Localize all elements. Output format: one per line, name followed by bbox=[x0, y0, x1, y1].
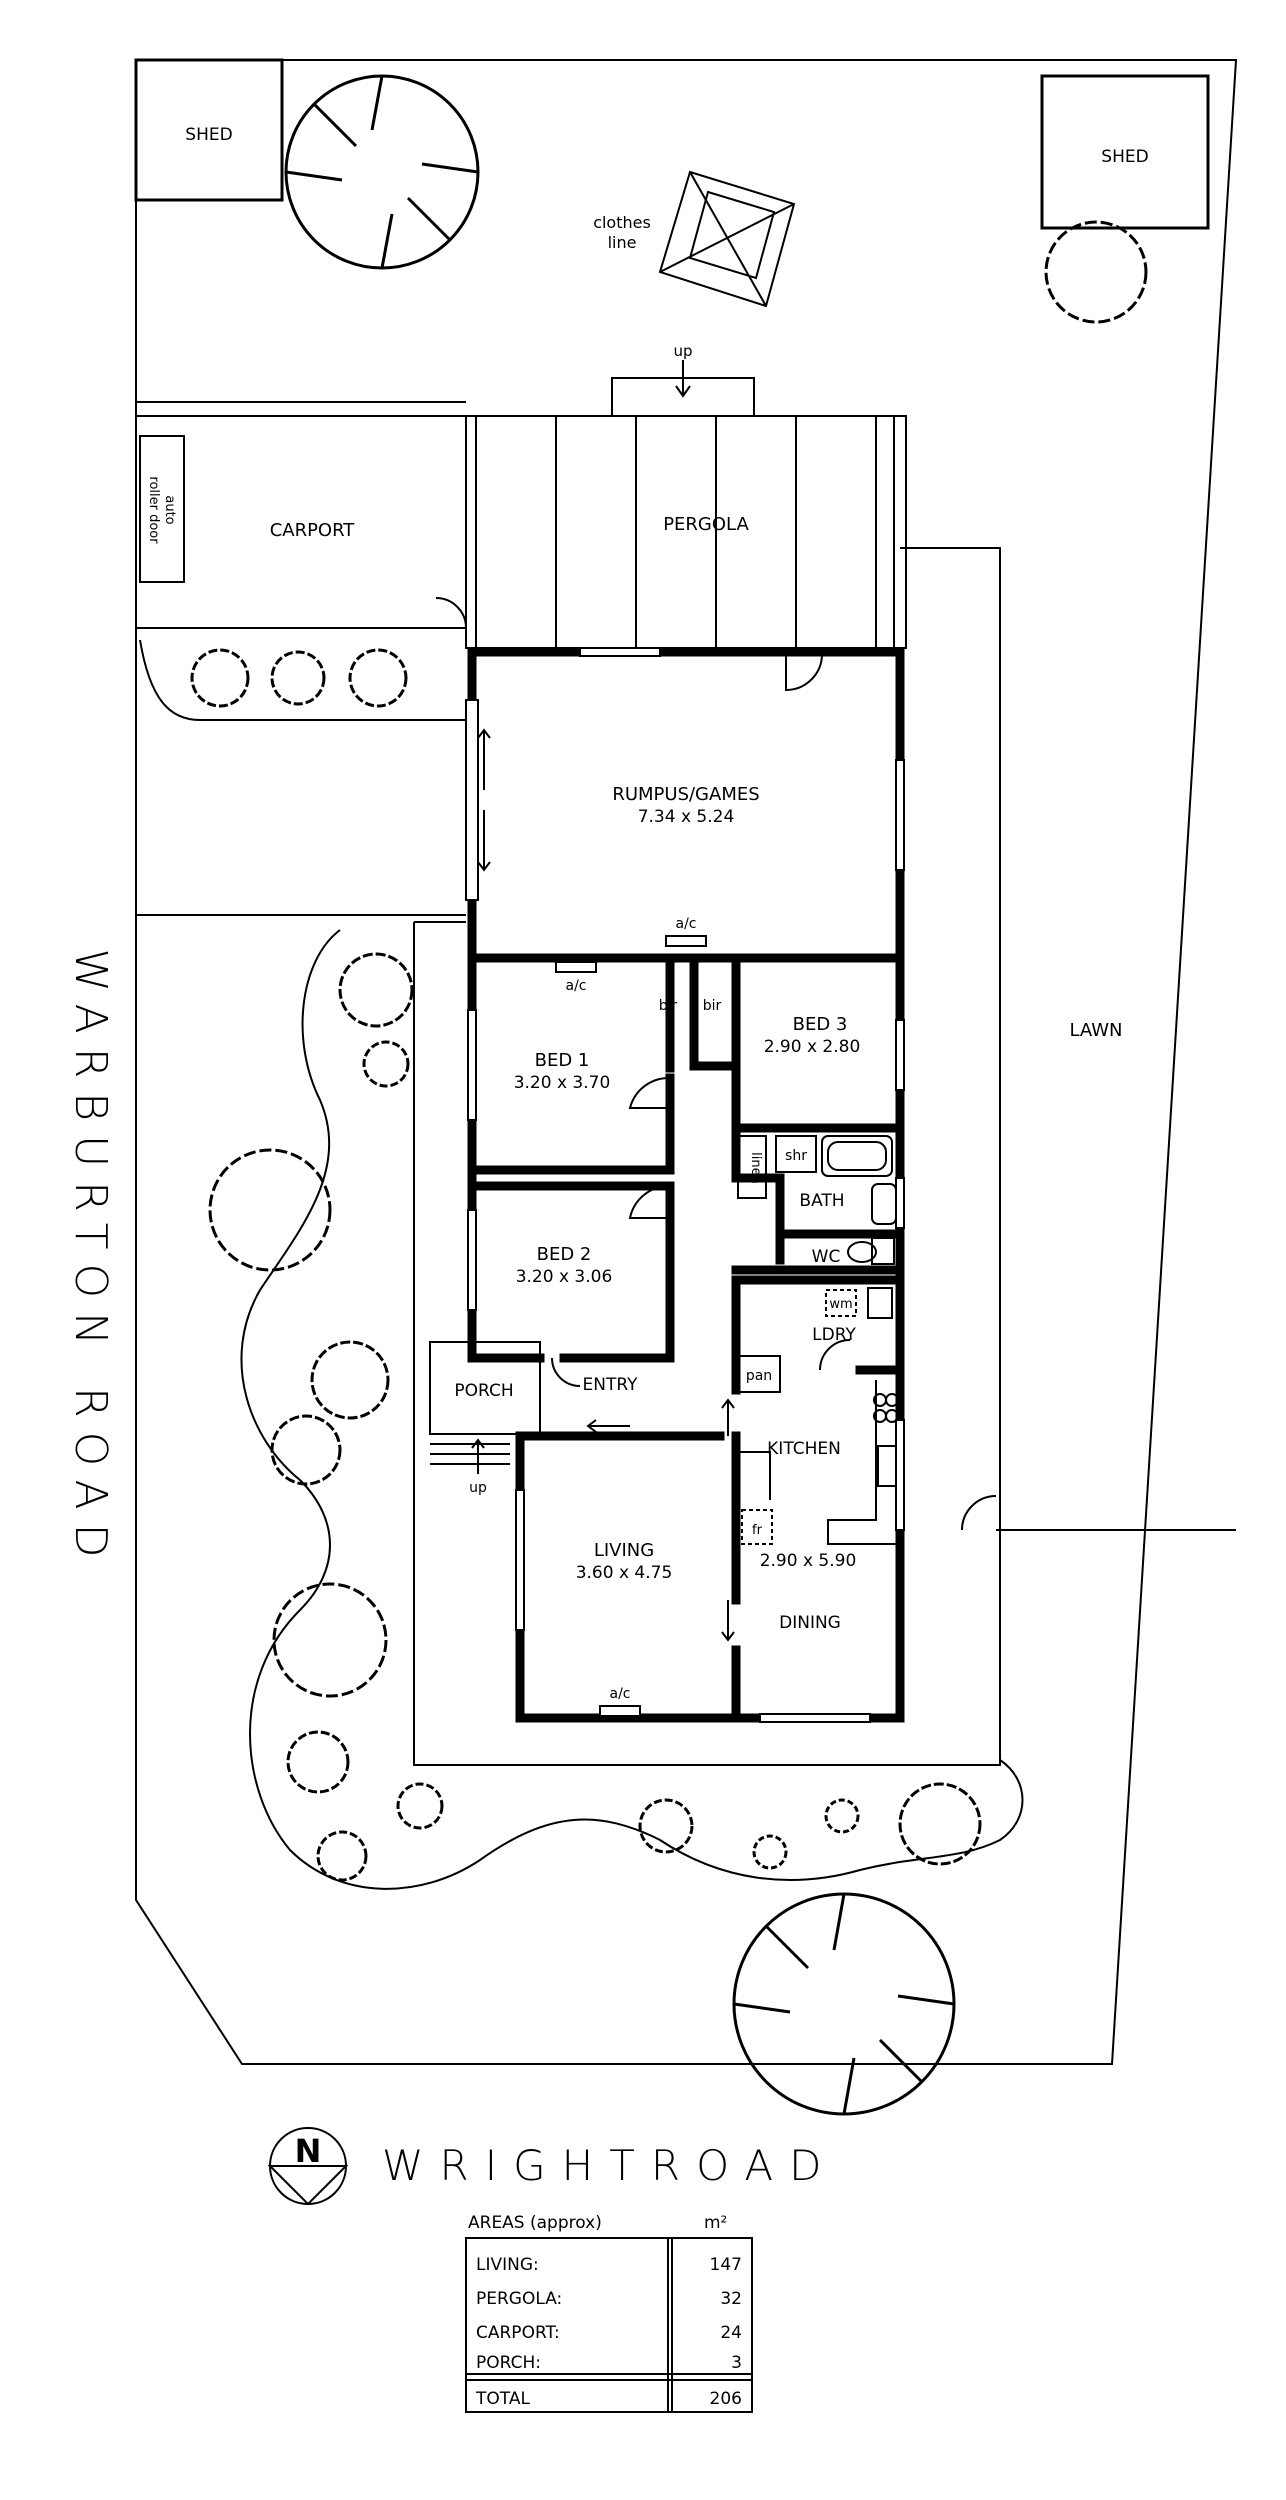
areas-table: AREAS (approx) m² LIVING: 147 PERGOLA: 3… bbox=[465, 2213, 753, 2413]
roller-door-label-2: roller door bbox=[146, 476, 161, 544]
wc-label: WC bbox=[812, 1247, 841, 1267]
shed-left bbox=[134, 58, 284, 202]
entry-label: ENTRY bbox=[583, 1375, 639, 1395]
linen-label: linen bbox=[748, 1152, 763, 1184]
bed3-size: 2.90 x 2.80 bbox=[764, 1037, 861, 1057]
wm-label: wm bbox=[829, 1297, 852, 1312]
shed-right-label: SHED bbox=[1101, 147, 1148, 167]
ac-living-label: a/c bbox=[610, 1686, 631, 1702]
bed2-size: 3.20 x 3.06 bbox=[516, 1267, 613, 1287]
area-row-value-2: 24 bbox=[720, 2323, 742, 2343]
large-tree-top-left bbox=[284, 74, 480, 270]
bath-label: BATH bbox=[799, 1191, 844, 1211]
shed-left-label: SHED bbox=[185, 125, 232, 145]
lawn-label: LAWN bbox=[1069, 1020, 1122, 1041]
wright-road-label: WRIGHTROAD bbox=[382, 2141, 837, 2190]
large-tree-bottom bbox=[732, 1892, 956, 2116]
dining-label: DINING bbox=[779, 1613, 841, 1633]
north-letter: N bbox=[295, 2132, 322, 2170]
living-size: 3.60 x 4.75 bbox=[576, 1563, 673, 1583]
porch-label: PORCH bbox=[454, 1381, 513, 1401]
site-boundary bbox=[135, 59, 1238, 2065]
fr-label: fr bbox=[752, 1523, 763, 1538]
entry-arrows bbox=[586, 1398, 735, 1642]
ac-bed1-label: a/c bbox=[566, 978, 587, 994]
pan-label: pan bbox=[746, 1368, 772, 1384]
kitchen-label: KITCHEN bbox=[767, 1439, 841, 1459]
bed1-label: BED 1 bbox=[535, 1050, 590, 1071]
area-row-value-1: 32 bbox=[720, 2289, 742, 2309]
pergola-label: PERGOLA bbox=[663, 514, 749, 535]
shed-right bbox=[1040, 74, 1210, 230]
carport-arc bbox=[139, 639, 466, 721]
bir-label-1: bir bbox=[659, 998, 678, 1014]
carport-label: CARPORT bbox=[270, 520, 356, 541]
roller-door-label-1: auto bbox=[162, 495, 177, 524]
bir-label-2: bir bbox=[703, 998, 722, 1014]
windows bbox=[467, 647, 905, 1723]
rumpus-label: RUMPUS/GAMES bbox=[612, 784, 759, 805]
ldry-label: LDRY bbox=[812, 1325, 856, 1345]
clothes-line bbox=[658, 170, 796, 308]
ac-units bbox=[555, 935, 707, 1717]
rumpus-size: 7.34 x 5.24 bbox=[638, 807, 735, 827]
shrubs bbox=[190, 220, 1148, 1882]
shr-label: shr bbox=[785, 1148, 807, 1164]
bed3-label: BED 3 bbox=[793, 1014, 848, 1035]
kitchen-size: 2.90 x 5.90 bbox=[760, 1551, 857, 1571]
door-swings bbox=[551, 652, 851, 1387]
area-row-value-0: 147 bbox=[710, 2255, 742, 2275]
area-row-label-2: CARPORT: bbox=[476, 2323, 560, 2343]
areas-header-unit: m² bbox=[704, 2213, 727, 2233]
area-total-value: 206 bbox=[710, 2389, 742, 2409]
area-total-label: TOTAL bbox=[475, 2389, 530, 2409]
north-marker: N bbox=[267, 2127, 349, 2206]
area-row-value-3: 3 bbox=[731, 2353, 742, 2373]
yard-lines bbox=[413, 547, 1236, 1766]
garden-bed-outline bbox=[240, 929, 1024, 1890]
up-rear-label: up bbox=[673, 342, 692, 360]
area-row-label-3: PORCH: bbox=[476, 2353, 541, 2373]
living-label: LIVING bbox=[594, 1540, 654, 1561]
area-row-label-0: LIVING: bbox=[476, 2255, 539, 2275]
area-row-label-1: PERGOLA: bbox=[476, 2289, 562, 2309]
pergola bbox=[465, 360, 907, 649]
bed2-label: BED 2 bbox=[537, 1244, 592, 1265]
areas-header-label: AREAS (approx) bbox=[468, 2213, 602, 2233]
up-porch-label: up bbox=[469, 1480, 487, 1496]
rumpus-sliding-doors bbox=[465, 699, 491, 901]
porch bbox=[429, 1341, 541, 1474]
bed1-size: 3.20 x 3.70 bbox=[514, 1073, 611, 1093]
clothes-line-label-2: line bbox=[608, 233, 637, 252]
room-labels: RUMPUS/GAMES 7.34 x 5.24 a/c a/c bir bir… bbox=[454, 784, 1122, 1702]
clothes-line-label-1: clothes bbox=[593, 213, 651, 232]
warburton-road-label: WARBURTON ROAD bbox=[65, 949, 116, 1572]
ac-rumpus-label: a/c bbox=[676, 916, 697, 932]
